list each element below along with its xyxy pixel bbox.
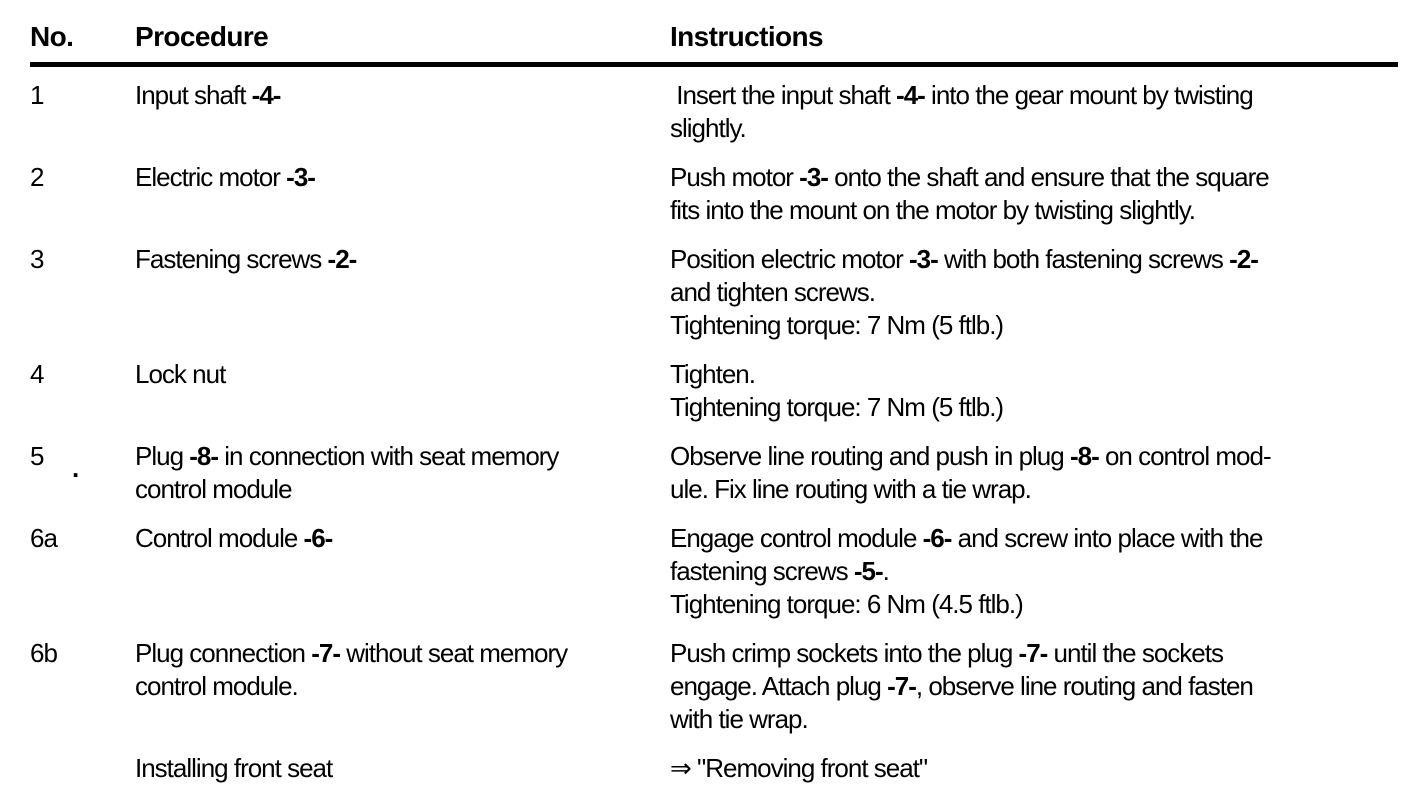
header-divider	[30, 62, 1398, 67]
cell-procedure: Input shaft -4-	[135, 80, 281, 110]
cell-no: 6a	[30, 523, 58, 553]
cell-no: 1	[30, 80, 44, 110]
cell-no: 2	[30, 162, 44, 192]
cell-instructions: Insert the input shaft -4- into the gear…	[670, 80, 1254, 143]
cell-instructions: Engage control module -6- and screw into…	[670, 523, 1263, 619]
cell-no: 5	[30, 441, 44, 471]
table-row: 1 Input shaft -4- Insert the input shaft …	[30, 79, 1398, 145]
cell-instructions: Push motor -3- onto the shaft and ensure…	[670, 162, 1270, 225]
table-row: Installing front seat ⇒ "Removing front s…	[30, 752, 1398, 785]
cell-instructions: Observe line routing and push in plug -8…	[670, 441, 1272, 504]
cell-instructions: Push crimp sockets into the plug -7- unt…	[670, 638, 1254, 734]
cell-instructions: ⇒ "Removing front seat"	[670, 753, 928, 783]
table-header-row: No. Procedure Instructions	[30, 18, 1398, 53]
cell-no: 4	[30, 359, 44, 389]
cell-no: 6b	[30, 638, 58, 668]
table-row: 6a Control module -6- Engage control modul…	[30, 522, 1398, 621]
column-header-no: No.	[30, 21, 74, 52]
cell-procedure: Installing front seat	[135, 753, 333, 783]
cell-no: 3	[30, 244, 44, 274]
cell-procedure: Lock nut	[135, 359, 226, 389]
table-row: 6b Plug connection -7- without seat memor…	[30, 637, 1398, 736]
table-row: 3 Fastening screws -2- Position electric m…	[30, 243, 1398, 342]
cell-procedure: Fastening screws -2-	[135, 244, 357, 274]
cell-no	[30, 752, 135, 785]
scan-artifact-dot: .	[72, 453, 80, 483]
cell-instructions: Tighten.Tightening torque: 7 Nm (5 ftlb.…	[670, 359, 1004, 422]
column-header-procedure: Procedure	[135, 21, 269, 52]
cell-procedure: Electric motor -3-	[135, 162, 316, 192]
table-row: 5 Plug -8- in connection with seat memory…	[30, 440, 1398, 506]
procedure-table: No. Procedure Instructions 1 Input shaft …	[30, 18, 1398, 796]
cell-instructions: Position electric motor -3- with both fa…	[670, 244, 1259, 340]
column-header-instructions: Instructions	[670, 21, 824, 52]
table-row: 2 Electric motor -3- Push motor -3- onto t…	[30, 161, 1398, 227]
table-body: 1 Input shaft -4- Insert the input shaft …	[30, 79, 1398, 785]
table-row: 4 Lock nut Tighten.Tightening torque: 7 Nm…	[30, 358, 1398, 424]
cell-procedure: Control module -6-	[135, 523, 333, 553]
